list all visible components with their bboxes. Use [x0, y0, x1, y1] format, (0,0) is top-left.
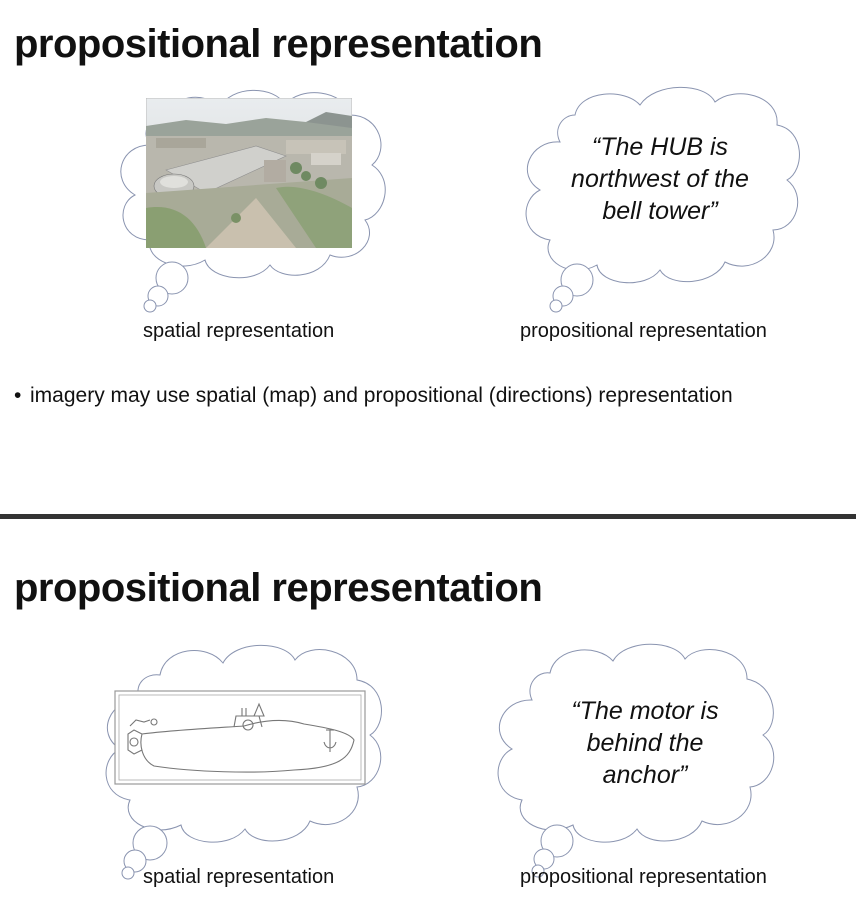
slide-1: propositional representation	[14, 22, 800, 408]
slide-divider	[0, 514, 856, 519]
quote-line: “The HUB is	[591, 133, 729, 161]
left-caption: spatial representation	[143, 320, 335, 342]
right-caption: propositional representation	[520, 320, 767, 342]
slide-2: propositional representation spatial rep…	[0, 520, 856, 904]
quote-line: behind the	[586, 729, 704, 757]
quote-line: bell tower”	[602, 197, 718, 225]
quote-line: northwest of the	[571, 165, 749, 193]
slide-title: propositional representation	[14, 566, 543, 610]
right-caption: propositional representation	[520, 866, 767, 888]
quote-line: anchor”	[602, 761, 688, 789]
quote-line: “The motor is	[571, 697, 719, 725]
thought-cloud-right	[525, 86, 800, 313]
quote-text: “The motor is behind the anchor”	[525, 695, 765, 791]
quote-text: “The HUB is northwest of the bell tower”	[540, 131, 780, 227]
left-caption: spatial representation	[143, 866, 335, 888]
bullet-dot: •	[14, 384, 22, 407]
submarine-drawing	[114, 690, 366, 785]
bullet-text: imagery may use spatial (map) and propos…	[30, 384, 733, 407]
slide-title: propositional representation	[14, 22, 543, 66]
bullet-item: • imagery may use spatial (map) and propo…	[14, 384, 733, 408]
thought-cloud-right	[497, 643, 775, 878]
campus-aerial-photo	[146, 98, 352, 248]
